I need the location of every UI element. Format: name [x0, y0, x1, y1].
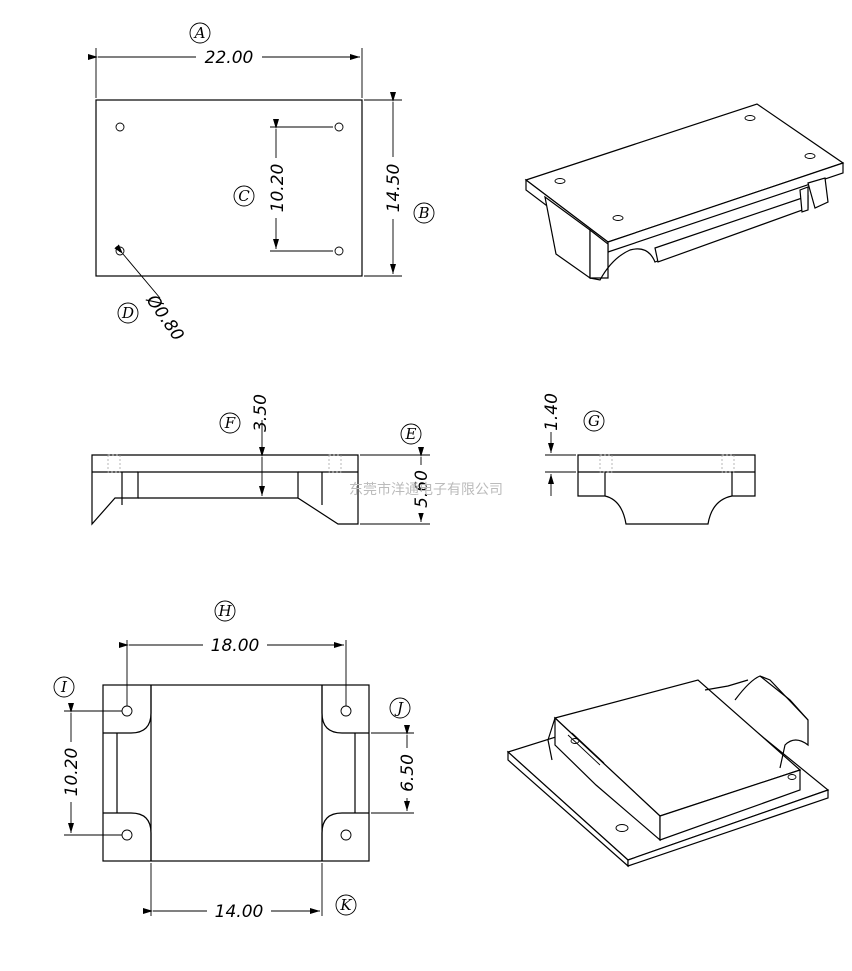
dim-6-50: 6.50 — [398, 754, 418, 792]
dim-18-00: 18.00 — [211, 636, 260, 656]
label-i: I — [53, 676, 75, 698]
dim-3-50: 3.50 — [251, 394, 271, 432]
svg-text:G: G — [588, 412, 600, 430]
svg-text:C: C — [238, 187, 250, 205]
dim-hole-diameter: Ø0.80 — [141, 291, 187, 345]
top-view: 22.00 14.50 10.20 Ø0.80 — [88, 44, 404, 345]
end-view: 1.40 — [542, 393, 756, 525]
svg-text:B: B — [417, 204, 429, 222]
label-e: E — [400, 423, 422, 445]
bottom-view: 18.00 10.20 6.50 14.00 — [61, 634, 418, 922]
svg-text:A: A — [193, 24, 206, 42]
label-g: G — [583, 410, 605, 432]
label-f: F — [219, 412, 241, 434]
label-j: J — [389, 697, 411, 719]
label-c: C — [233, 185, 255, 207]
hole — [334, 246, 344, 256]
svg-text:I: I — [60, 678, 68, 696]
iso-view-bottom — [506, 675, 830, 868]
dim-5-60: 5.60 — [412, 470, 432, 508]
svg-text:D: D — [121, 304, 134, 322]
svg-text:H: H — [217, 602, 232, 620]
dim-14-50: 14.50 — [384, 164, 404, 213]
hole — [334, 122, 344, 132]
dim-10-20-bottom: 10.20 — [62, 748, 82, 797]
label-b: B — [413, 202, 435, 224]
label-h: H — [214, 600, 236, 622]
dim-14-00: 14.00 — [215, 902, 264, 922]
label-k: K — [335, 894, 357, 916]
side-view: 3.50 5.60 — [91, 394, 432, 526]
hole — [115, 122, 125, 132]
label-d: D — [117, 302, 139, 324]
svg-text:F: F — [224, 414, 236, 432]
label-a: A — [189, 22, 211, 44]
svg-text:J: J — [394, 699, 404, 717]
svg-text:E: E — [405, 425, 417, 443]
iso-view-top — [524, 103, 845, 281]
dim-10-20-top: 10.20 — [268, 164, 288, 213]
watermark: 东莞市洋通电子有限公司 — [349, 481, 503, 498]
svg-text:K: K — [339, 896, 352, 914]
dim-22-00: 22.00 — [205, 48, 254, 68]
top-view-outline — [95, 99, 363, 277]
dim-1-40: 1.40 — [542, 393, 562, 431]
